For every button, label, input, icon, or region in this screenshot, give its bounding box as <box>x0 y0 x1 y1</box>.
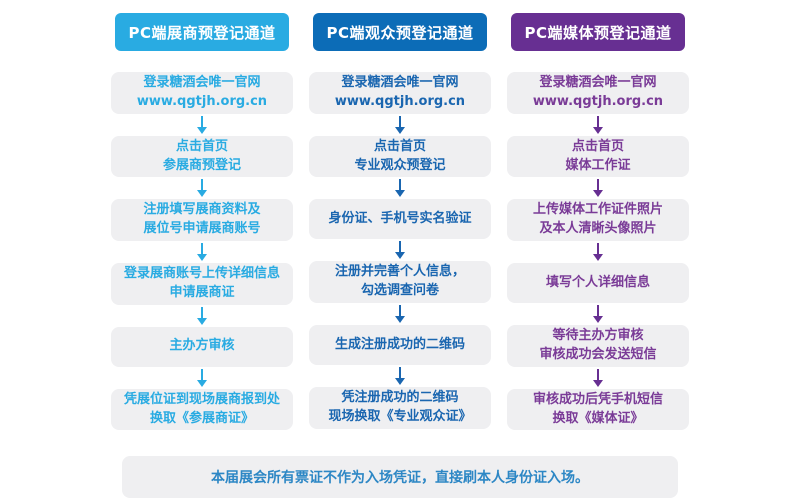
step-line: 等待主办方审核 <box>552 328 644 344</box>
step-line: 登录展商账号上传详细信息 <box>123 266 280 282</box>
step-line: 填写个人详细信息 <box>545 274 650 290</box>
step-line: 点击首页 <box>373 138 426 154</box>
down-arrow-icon <box>507 367 689 389</box>
step-line: 换取《参展商证》 <box>149 410 254 426</box>
step-line: 申请展商证 <box>169 284 235 300</box>
flow-step: 凭注册成功的二维码 现场换取《专业观众证》 <box>309 387 491 429</box>
flow-step: 登录糖酒会唯一官网 www.qgtjh.org.cn <box>111 72 293 114</box>
flow-step: 登录糖酒会唯一官网 www.qgtjh.org.cn <box>309 72 491 114</box>
down-arrow-icon <box>309 365 491 387</box>
step-line: 登录糖酒会唯一官网 <box>539 75 657 90</box>
column-header-exhibitor: PC端展商预登记通道 <box>115 13 289 51</box>
flow-media: 登录糖酒会唯一官网 www.qgtjh.org.cn 点击首页 媒体工作证 上传… <box>507 72 689 431</box>
step-line: 媒体工作证 <box>565 157 631 173</box>
flow-columns: PC端展商预登记通道 登录糖酒会唯一官网 www.qgtjh.org.cn 点击… <box>0 13 800 431</box>
down-arrow-icon <box>507 303 689 325</box>
step-line: 展位号申请展商账号 <box>143 221 261 237</box>
column-header-visitor: PC端观众预登记通道 <box>313 13 487 51</box>
step-line: 现场换取《专业观众证》 <box>328 408 472 424</box>
step-line: 凭注册成功的二维码 <box>341 390 459 406</box>
down-arrow-icon <box>111 177 293 199</box>
down-arrow-icon <box>507 114 689 136</box>
step-line: 身份证、手机号实名验证 <box>328 210 472 226</box>
flow-step: 注册填写展商资料及 展位号申请展商账号 <box>111 199 293 242</box>
flow-step: 等待主办方审核 审核成功会发送短信 <box>507 325 689 367</box>
step-line: 点击首页 <box>175 138 228 154</box>
step-line: 上传媒体工作证件照片 <box>532 202 663 218</box>
step-line: 主办方审核 <box>169 338 235 354</box>
down-arrow-icon <box>111 241 293 263</box>
down-arrow-icon <box>309 177 491 199</box>
step-line: 登录糖酒会唯一官网 <box>143 75 261 90</box>
flow-step: 审核成功后凭手机短信 换取《媒体证》 <box>507 388 689 431</box>
column-exhibitor: PC端展商预登记通道 登录糖酒会唯一官网 www.qgtjh.org.cn 点击… <box>111 13 293 431</box>
down-arrow-icon <box>507 241 689 263</box>
flow-step: 点击首页 媒体工作证 <box>507 135 689 178</box>
footer-note-text: 本届展会所有票证不作为入场凭证，直接刷本人身份证入场。 <box>211 470 589 487</box>
flow-step: 点击首页 专业观众预登记 <box>309 135 491 178</box>
step-line: 生成注册成功的二维码 <box>334 336 465 352</box>
step-line: 注册并完善个人信息， <box>334 264 465 280</box>
step-line: 审核成功会发送短信 <box>539 346 657 362</box>
step-line: 换取《媒体证》 <box>552 410 644 426</box>
flow-visitor: 登录糖酒会唯一官网 www.qgtjh.org.cn 点击首页 专业观众预登记 … <box>309 72 491 429</box>
step-line: www.qgtjh.org.cn <box>334 93 466 109</box>
step-line: 登录糖酒会唯一官网 <box>341 75 459 90</box>
step-line: 专业观众预登记 <box>354 157 446 173</box>
down-arrow-icon <box>309 114 491 136</box>
flow-step: 登录糖酒会唯一官网 www.qgtjh.org.cn <box>507 72 689 114</box>
step-line: 审核成功后凭手机短信 <box>532 391 663 407</box>
footer-note: 本届展会所有票证不作为入场凭证，直接刷本人身份证入场。 <box>122 456 678 499</box>
flow-step: 填写个人详细信息 <box>507 263 689 304</box>
down-arrow-icon <box>507 177 689 199</box>
step-line: 参展商预登记 <box>162 157 241 173</box>
flow-step: 生成注册成功的二维码 <box>309 325 491 366</box>
column-header-media: PC端媒体预登记通道 <box>511 13 685 51</box>
flow-step: 登录展商账号上传详细信息 申请展商证 <box>111 263 293 305</box>
column-visitor: PC端观众预登记通道 登录糖酒会唯一官网 www.qgtjh.org.cn 点击… <box>309 13 491 430</box>
down-arrow-icon <box>111 114 293 136</box>
step-line: 勾选调查问卷 <box>360 283 439 299</box>
step-line: 注册填写展商资料及 <box>143 202 261 218</box>
step-line: 凭展位证到现场展商报到处 <box>123 391 280 407</box>
step-line: 及本人清晰头像照片 <box>539 221 657 237</box>
flow-step: 凭展位证到现场展商报到处 换取《参展商证》 <box>111 388 293 431</box>
down-arrow-icon <box>111 367 293 389</box>
down-arrow-icon <box>111 305 293 327</box>
flow-step: 主办方审核 <box>111 326 293 367</box>
down-arrow-icon <box>309 303 491 325</box>
flow-step: 点击首页 参展商预登记 <box>111 135 293 178</box>
step-line: www.qgtjh.org.cn <box>136 93 268 109</box>
flow-step: 上传媒体工作证件照片 及本人清晰头像照片 <box>507 199 689 242</box>
down-arrow-icon <box>309 239 491 261</box>
flow-exhibitor: 登录糖酒会唯一官网 www.qgtjh.org.cn 点击首页 参展商预登记 注… <box>111 72 293 431</box>
step-line: www.qgtjh.org.cn <box>532 93 664 109</box>
column-media: PC端媒体预登记通道 登录糖酒会唯一官网 www.qgtjh.org.cn 点击… <box>507 13 689 431</box>
flow-step: 身份证、手机号实名验证 <box>309 199 491 240</box>
step-line: 点击首页 <box>571 138 624 154</box>
flow-step: 注册并完善个人信息， 勾选调查问卷 <box>309 261 491 304</box>
